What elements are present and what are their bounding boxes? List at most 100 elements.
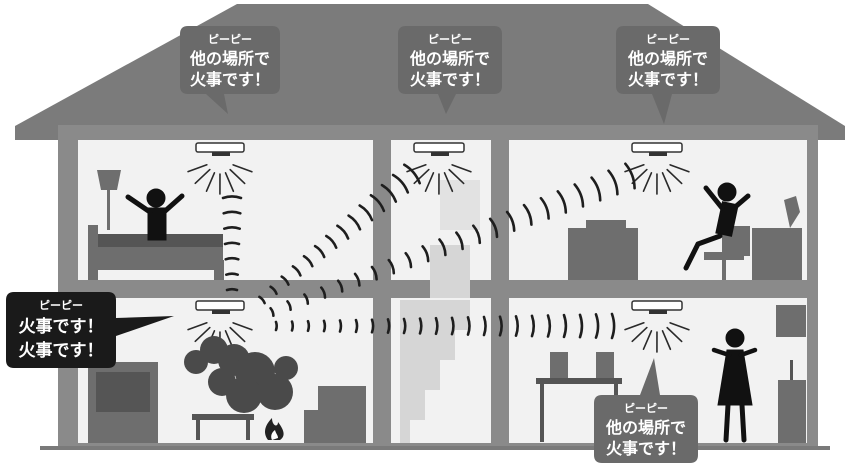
bubble-beep: ピーピー bbox=[646, 33, 690, 46]
alarm-ray bbox=[194, 168, 211, 185]
bubble-line-2: 火事です！ bbox=[19, 341, 104, 361]
bubble-bottom-right: ピーピー 他の場所で 火事です！ bbox=[594, 358, 698, 463]
alarm-ray bbox=[205, 172, 216, 193]
alarm-ray bbox=[624, 163, 645, 173]
bubble-line-2: 火事です！ bbox=[628, 70, 708, 89]
alarm-ray bbox=[232, 322, 253, 331]
alarm-ray bbox=[229, 168, 246, 185]
sound-wave-arc bbox=[290, 320, 295, 332]
sound-wave-arc bbox=[380, 183, 398, 203]
smoke-alarm-dining bbox=[631, 300, 683, 314]
sound-wave-arc bbox=[303, 293, 310, 305]
alarm-ray bbox=[443, 172, 454, 193]
sound-wave-arc bbox=[353, 272, 361, 287]
person-study bbox=[683, 182, 751, 271]
sound-waves bbox=[221, 162, 636, 340]
floor-lamp bbox=[97, 170, 121, 230]
sound-wave-arc bbox=[455, 231, 464, 251]
sound-wave-arc bbox=[269, 307, 275, 317]
smoke-alarm-study bbox=[631, 142, 683, 156]
smoke-alarm-stairwell bbox=[413, 142, 465, 156]
smoke-alarm-living bbox=[195, 300, 245, 314]
sound-wave-arc bbox=[302, 255, 314, 268]
sound-wave-arc bbox=[546, 314, 552, 338]
sound-wave-arc bbox=[225, 287, 239, 292]
sound-wave-arc bbox=[466, 316, 471, 336]
bubble-line-1: 他の場所で bbox=[189, 49, 270, 68]
bubble-line-1: 他の場所で bbox=[627, 49, 708, 68]
living-cabinet bbox=[88, 362, 158, 443]
sound-wave-arc bbox=[530, 314, 536, 338]
alarm-ray bbox=[624, 321, 645, 331]
person-bedroom bbox=[125, 188, 185, 241]
alarm-ray bbox=[229, 326, 246, 343]
sound-wave-arc bbox=[370, 265, 378, 281]
sound-wave-arc bbox=[358, 204, 374, 222]
sound-wave-arc bbox=[498, 315, 503, 337]
sound-wave-arc bbox=[258, 295, 266, 305]
alarm-ray bbox=[631, 326, 648, 343]
person-dining bbox=[711, 328, 758, 443]
sound-wave-arc bbox=[488, 217, 499, 239]
alarm-ray bbox=[224, 172, 235, 193]
study-shelf bbox=[568, 220, 638, 280]
sound-wave-arc bbox=[347, 214, 362, 231]
bubble-beep: ピーピー bbox=[208, 33, 252, 46]
alarm-ray bbox=[661, 172, 672, 193]
sound-wave-arc bbox=[291, 265, 302, 277]
sound-wave-arc bbox=[224, 256, 240, 261]
coffee-table bbox=[192, 414, 254, 440]
bubble-line-2: 火事です！ bbox=[606, 439, 686, 458]
alarm-ray bbox=[451, 164, 472, 173]
bubble-line-1: 火事です！ bbox=[19, 317, 104, 337]
smoke-icon bbox=[184, 336, 298, 413]
kitchen-counter bbox=[776, 305, 806, 443]
sound-wave-arc bbox=[274, 320, 278, 332]
sofa bbox=[304, 386, 366, 443]
alarm-ray bbox=[666, 326, 683, 343]
alarm-ray bbox=[669, 322, 690, 331]
sound-wave-arc bbox=[624, 162, 636, 190]
sound-wave-arc bbox=[421, 245, 430, 263]
alarm-ray bbox=[666, 168, 683, 185]
sound-wave-arc bbox=[607, 169, 619, 196]
sound-wave-arc bbox=[610, 312, 616, 340]
sound-wave-arc bbox=[325, 234, 338, 249]
sound-wave-arc bbox=[354, 318, 359, 334]
alarm-ray bbox=[187, 163, 208, 173]
bubble-top-right: ピーピー 他の場所で 火事です！ bbox=[616, 26, 720, 124]
sound-wave-arc bbox=[225, 272, 239, 276]
sound-wave-arc bbox=[336, 224, 350, 240]
stairs bbox=[400, 180, 480, 443]
sound-wave-arc bbox=[320, 286, 327, 299]
sound-wave-arc bbox=[522, 203, 533, 226]
sound-wave-arc bbox=[223, 226, 241, 230]
alarm-ray bbox=[413, 168, 430, 185]
sound-wave-arc bbox=[403, 163, 421, 185]
sound-wave-arc bbox=[313, 244, 326, 259]
sound-wave-arc bbox=[306, 319, 311, 333]
sound-wave-arc bbox=[336, 279, 344, 293]
sound-wave-arc bbox=[438, 238, 447, 257]
sound-wave-arc bbox=[386, 318, 391, 334]
study-chair bbox=[704, 226, 750, 280]
fire-icon bbox=[265, 418, 284, 440]
sound-wave-arc bbox=[391, 173, 410, 194]
bubble-fire-origin: ピーピー 火事です！ 火事です！ bbox=[6, 292, 174, 368]
sound-wave-arc bbox=[573, 183, 585, 208]
alarm-ray bbox=[232, 164, 253, 173]
sound-wave-arc bbox=[514, 315, 519, 337]
sound-wave-arc bbox=[387, 258, 396, 275]
ground-line bbox=[40, 446, 830, 450]
alarm-ray bbox=[194, 326, 211, 343]
sound-wave-arc bbox=[369, 194, 386, 213]
sound-wave-arc bbox=[434, 316, 439, 336]
bubble-beep: ピーピー bbox=[428, 33, 472, 46]
bubble-line-1: 他の場所で bbox=[409, 49, 490, 68]
alarm-ray bbox=[669, 164, 690, 173]
sound-wave-arc bbox=[505, 210, 516, 232]
alarm-ray bbox=[642, 330, 653, 351]
bubble-line-2: 火事です！ bbox=[410, 70, 490, 89]
